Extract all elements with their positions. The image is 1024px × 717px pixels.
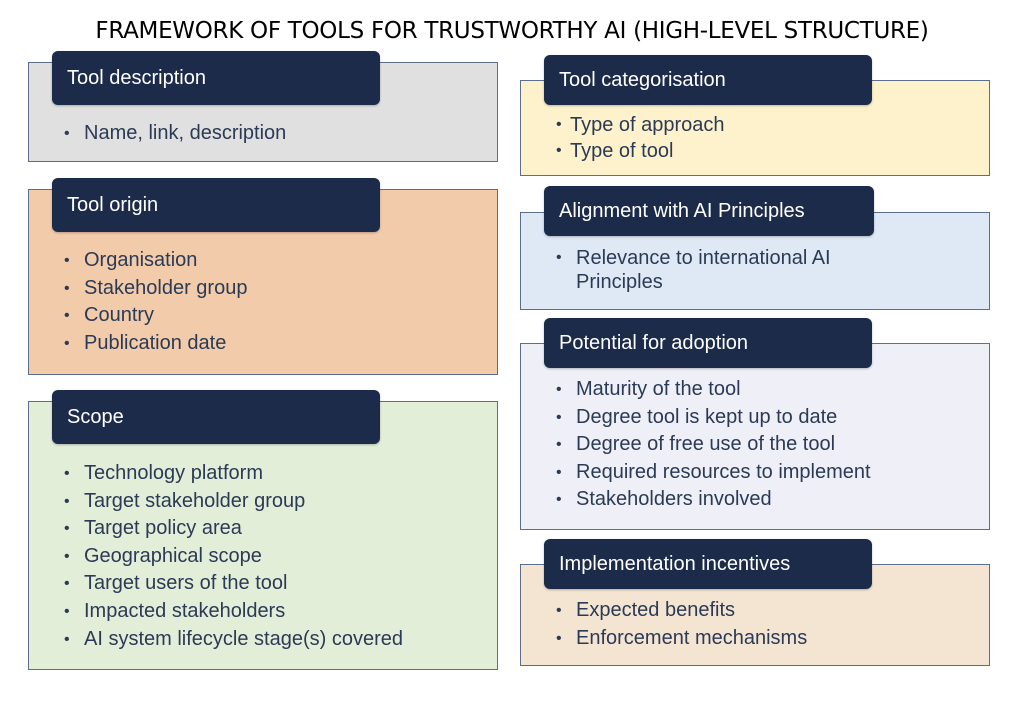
incentives-header: Implementation incentives — [544, 539, 872, 589]
list-item: Degree of free use of the tool — [554, 431, 871, 459]
list-item: Enforcement mechanisms — [554, 625, 807, 653]
list-item: Geographical scope — [62, 543, 403, 571]
list-item: Organisation — [62, 247, 247, 275]
list-item: AI system lifecycle stage(s) covered — [62, 626, 403, 654]
list-item: Required resources to implement — [554, 459, 871, 487]
list-item: Relevance to international AI Principles — [554, 246, 894, 294]
list-item: Stakeholder group — [62, 275, 247, 303]
list-item: Maturity of the tool — [554, 376, 871, 404]
scope-header: Scope — [52, 390, 380, 444]
list-item: Impacted stakeholders — [62, 598, 403, 626]
list-item: Expected benefits — [554, 597, 807, 625]
list-item: Target users of the tool — [62, 570, 403, 598]
adoption-header: Potential for adoption — [544, 318, 872, 368]
list-item: Technology platform — [62, 460, 403, 488]
tool-description-header: Tool description — [52, 51, 380, 105]
list-item: Stakeholders involved — [554, 486, 871, 514]
list-item: Publication date — [62, 330, 247, 358]
incentives-list: Expected benefits Enforcement mechanisms — [554, 597, 807, 652]
tool-origin-header: Tool origin — [52, 178, 380, 232]
adoption-list: Maturity of the tool Degree tool is kept… — [554, 376, 871, 514]
list-item: Type of tool — [556, 138, 725, 164]
page-title: FRAMEWORK OF TOOLS FOR TRUSTWORTHY AI (H… — [95, 18, 929, 44]
list-item: Degree tool is kept up to date — [554, 404, 871, 432]
scope-list: Technology platform Target stakeholder g… — [62, 460, 403, 653]
alignment-list: Relevance to international AI Principles — [554, 246, 894, 294]
list-item: Type of approach — [556, 112, 725, 138]
list-item: Country — [62, 302, 247, 330]
alignment-header: Alignment with AI Principles — [544, 186, 874, 236]
list-item: Target policy area — [62, 515, 403, 543]
tool-description-list: Name, link, description — [62, 120, 286, 148]
list-item: Name, link, description — [62, 120, 286, 148]
tool-categorisation-list: Type of approach Type of tool — [556, 112, 725, 164]
tool-origin-list: Organisation Stakeholder group Country P… — [62, 247, 247, 357]
list-item: Target stakeholder group — [62, 488, 403, 516]
tool-categorisation-header: Tool categorisation — [544, 55, 872, 105]
